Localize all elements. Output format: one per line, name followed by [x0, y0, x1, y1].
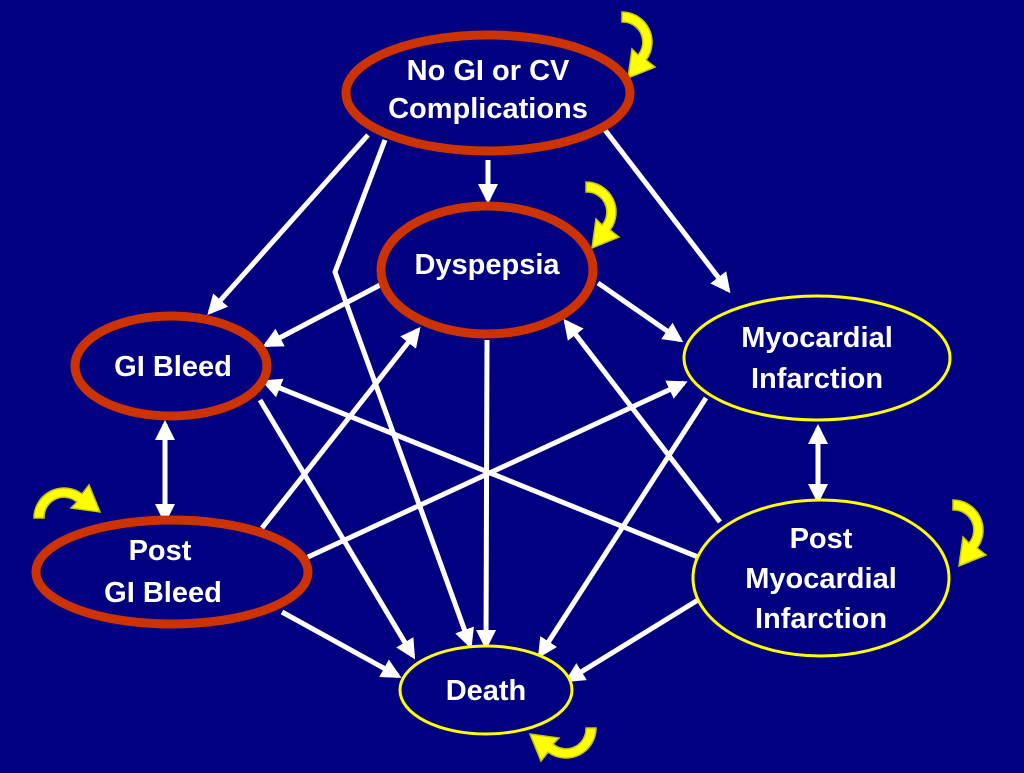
state-post-gi-bleed: Post GI Bleed [31, 515, 313, 629]
state-label-line: Myocardial [745, 563, 897, 595]
state-dyspepsia: Dyspepsia [376, 201, 598, 339]
state-gi-bleed: GI Bleed [70, 311, 272, 421]
cycle-arrow-icon [621, 11, 657, 80]
arrow-post-gi-bleed-to-death [280, 609, 402, 679]
arrow-post-gi-bleed-to-dyspepsia [260, 326, 421, 530]
arrow-post-gi-bleed-to-myocardial-infarction [306, 380, 688, 560]
cycle-arrows [33, 11, 988, 763]
state-label-line: Post [129, 535, 192, 567]
state-label-line: GI Bleed [104, 577, 222, 609]
arrow-post-mi-to-death [564, 597, 700, 683]
state-death: Death [398, 644, 574, 736]
arrow-none-to-myocardial-infarction [603, 128, 731, 294]
transition-arrows [155, 128, 828, 683]
state-label-line: Death [446, 675, 527, 707]
arrow-dyspepsia-to-myocardial-infarction [596, 280, 684, 343]
state-label-line: Infarction [755, 603, 887, 635]
arrow-post-mi-to-gi-bleed [261, 378, 699, 560]
cycle-arrow-icon [33, 483, 102, 519]
state-label-line: Complications [388, 93, 588, 125]
arrow-dyspepsia-to-death [476, 339, 497, 650]
cycle-arrow-icon [528, 727, 597, 763]
arrow-none-to-death [332, 139, 474, 649]
state-label-line: Post [790, 523, 853, 555]
cycle-arrow-icon [585, 181, 621, 250]
state-no-complications: No GI or CV Complications [341, 30, 635, 156]
arrow-dyspepsia-to-gi-bleed [262, 281, 384, 348]
arrow-gi-bleed-to-death [257, 398, 416, 660]
state-label-line: Myocardial [741, 322, 893, 354]
arrow-none-to-gi-bleed [207, 133, 370, 315]
state-myocardial-infarction: Myocardial Infarction [682, 294, 952, 422]
state-label-line: GI Bleed [114, 351, 232, 383]
state-post-myocardial-infarction: Post Myocardial Infarction [691, 498, 951, 658]
cycle-arrow-icon [952, 499, 988, 568]
state-label-line: No GI or CV [407, 55, 570, 87]
arrow-post-mi-to-dyspepsia [563, 318, 722, 524]
state-label-line: Dyspepsia [414, 249, 560, 281]
state-label-line: Infarction [751, 363, 883, 395]
